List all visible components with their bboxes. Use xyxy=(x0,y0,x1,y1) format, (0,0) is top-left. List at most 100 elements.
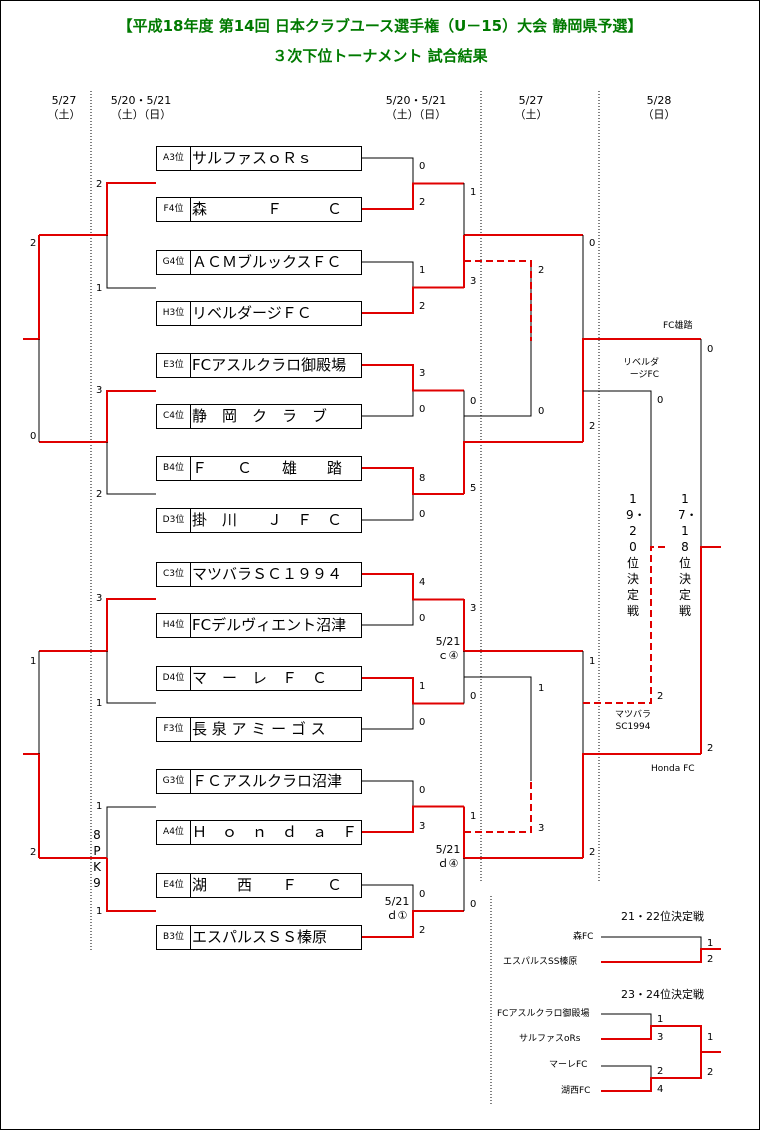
day-label: （土）（日） xyxy=(385,108,447,121)
score: 1 xyxy=(538,683,545,694)
score: 2 xyxy=(707,954,714,965)
score: 5 xyxy=(470,483,477,494)
team-seed: B4位 xyxy=(157,457,191,480)
winner-line-dashed xyxy=(583,546,666,704)
team-name: 掛 川 Ｊ Ｆ Ｃ xyxy=(192,511,343,529)
team-name: 湖 西 Ｆ Ｃ xyxy=(192,876,343,894)
winner-line xyxy=(39,598,156,652)
team-seed: D3位 xyxy=(157,509,191,532)
score: 1 xyxy=(419,265,426,276)
team-name: ＡＣＭブルックスＦＣ xyxy=(192,253,342,271)
team-seed: A4位 xyxy=(157,821,191,844)
score: 1 xyxy=(589,656,596,667)
score: 2 xyxy=(419,301,426,312)
date-label: 5/27 xyxy=(518,94,544,107)
team-name: FCアスルクラロ御殿場 xyxy=(192,356,347,374)
bracket-line xyxy=(601,936,702,949)
score: 0 xyxy=(30,431,37,442)
score: 0 xyxy=(470,396,477,407)
bracket-line xyxy=(106,235,156,289)
day-label: （日） xyxy=(642,108,676,121)
winner-line xyxy=(582,338,701,442)
score: 2 xyxy=(30,847,37,858)
score: 1 xyxy=(657,1014,664,1025)
winner-line xyxy=(362,805,464,833)
team-row: C3位マツバラＳＣ１９９４ xyxy=(156,562,362,587)
score: 2 xyxy=(707,743,714,754)
bracket-line xyxy=(362,390,414,417)
title-line-1: 【平成18年度 第14回 日本クラブユース選手権（U－15）大会 静岡県予選】 xyxy=(117,17,643,35)
date-label: 5/27 xyxy=(51,94,77,107)
team-row: F3位長 泉 ア ミ ー ゴ ス xyxy=(156,717,362,742)
score: 0 xyxy=(538,406,545,417)
date-label: 5/20・5/21 xyxy=(110,94,172,107)
match-code: ｄ④ xyxy=(437,857,459,870)
team-name: エスパルスＳＳ榛原 xyxy=(192,928,328,946)
team-seed: A3位 xyxy=(157,147,191,170)
score: 2 xyxy=(30,238,37,249)
match-label-c4: 5/21 ｃ④ xyxy=(426,635,470,663)
team-seed: C3位 xyxy=(157,563,191,586)
team-row: E4位湖 西 Ｆ Ｃ xyxy=(156,873,362,898)
date-header-5-20-right: 5/20・5/21 （土）（日） xyxy=(376,94,456,122)
bracket-line xyxy=(362,780,414,807)
winner-line xyxy=(362,467,464,495)
date-header-5-27-right: 5/27 （土） xyxy=(506,94,556,122)
p23-title: 23・24位決定戦 xyxy=(621,988,704,1001)
team-name: 森 Ｆ Ｃ xyxy=(192,200,343,218)
score: 2 xyxy=(589,421,596,432)
team-name: Ｈ ｏ ｎ ｄ ａ Ｆ Ｃ xyxy=(192,823,360,841)
team-name: Ｆ Ｃ 雄 踏 xyxy=(192,459,343,477)
score: 0 xyxy=(419,889,426,900)
p23-team-4: 湖西FC xyxy=(561,1086,591,1096)
score: 2 xyxy=(96,489,103,500)
team-seed: D4位 xyxy=(157,667,191,690)
label-17-18: 17・18位決定戦 xyxy=(678,492,698,618)
score: 0 xyxy=(470,899,477,910)
match-label-d4: 5/21 ｄ④ xyxy=(426,843,470,871)
score: 0 xyxy=(657,395,664,406)
bracket-line xyxy=(362,494,414,521)
score: 0 xyxy=(419,613,426,624)
bracket-line xyxy=(362,157,414,184)
winner-line xyxy=(463,599,583,652)
score: 1 xyxy=(30,656,37,667)
winner-line xyxy=(463,441,583,494)
day-label: （土）（日） xyxy=(110,108,172,121)
date-header-5-20-left: 5/20・5/21 （土）（日） xyxy=(101,94,181,122)
match-code: ｄ① xyxy=(386,909,408,922)
bracket-line xyxy=(106,806,156,858)
date-label: 5/20・5/21 xyxy=(385,94,447,107)
team-seed: H3位 xyxy=(157,302,191,325)
winner-line xyxy=(23,235,40,340)
team-seed: E4位 xyxy=(157,874,191,897)
team-seed: B3位 xyxy=(157,926,191,949)
bracket-line xyxy=(106,651,156,704)
match-date: 5/21 xyxy=(384,895,410,908)
team-seed: F3位 xyxy=(157,718,191,741)
score: 3 xyxy=(419,821,426,832)
match-code: ｃ④ xyxy=(437,649,459,662)
team-name: サルファスｏＲｓ xyxy=(192,149,313,167)
score: 3 xyxy=(96,385,103,396)
team-seed: C4位 xyxy=(157,405,191,428)
p23-team-3: マーレFC xyxy=(549,1060,588,1070)
label-riberu: リベルダ ージFC xyxy=(622,358,659,380)
score: 1 xyxy=(419,681,426,692)
label-fc-yuto: FC雄踏 xyxy=(663,321,693,331)
score: 2 xyxy=(657,1066,664,1077)
bracket-line xyxy=(464,676,532,781)
winner-line-dashed xyxy=(464,260,532,341)
team-seed: H4位 xyxy=(157,614,191,637)
winner-line xyxy=(106,858,156,912)
winner-line-dashed xyxy=(464,781,532,833)
bracket-line xyxy=(601,1065,652,1078)
bracket-line xyxy=(362,884,414,911)
score: 3 xyxy=(470,276,477,287)
team-name: 長 泉 ア ミ ー ゴ ス xyxy=(192,720,326,738)
score: 1 xyxy=(707,1032,714,1043)
date-header-5-28: 5/28 （日） xyxy=(634,94,684,122)
